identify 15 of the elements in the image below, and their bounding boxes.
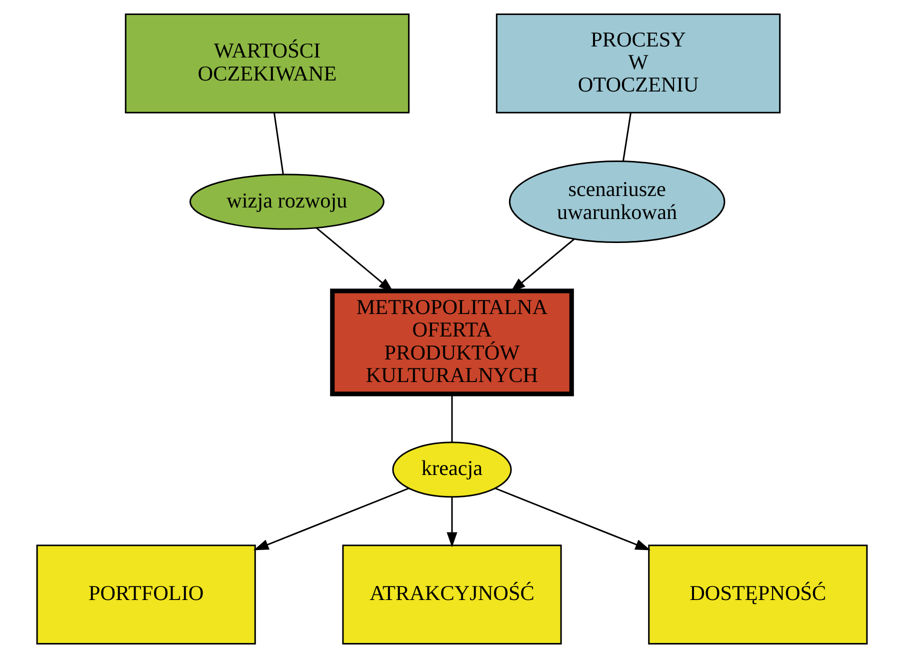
node-ellipse: scenariusze uwarunkowań: [508, 160, 726, 244]
arrow: [494, 488, 650, 550]
node-box: WARTOŚCI OCZEKIWANE: [124, 13, 410, 114]
node-ellipse: wizja rozwoju: [189, 174, 384, 230]
node-box: PORTFOLIO: [36, 544, 256, 645]
node-ellipse: kreacja: [392, 442, 512, 498]
node-box: PROCESY W OTOCZENIU: [496, 13, 781, 114]
arrow: [446, 497, 458, 548]
connector: [451, 394, 453, 442]
arrow: [254, 488, 410, 550]
connector: [622, 112, 632, 162]
connector: [273, 112, 284, 174]
node-box: ATRAKCYJNOŚĆ: [342, 544, 562, 645]
node-box: DOSTĘPNOŚĆ: [648, 544, 868, 645]
node-box: METROPOLITALNA OFERTA PRODUKTÓW KULTURALNYCH: [330, 288, 574, 396]
